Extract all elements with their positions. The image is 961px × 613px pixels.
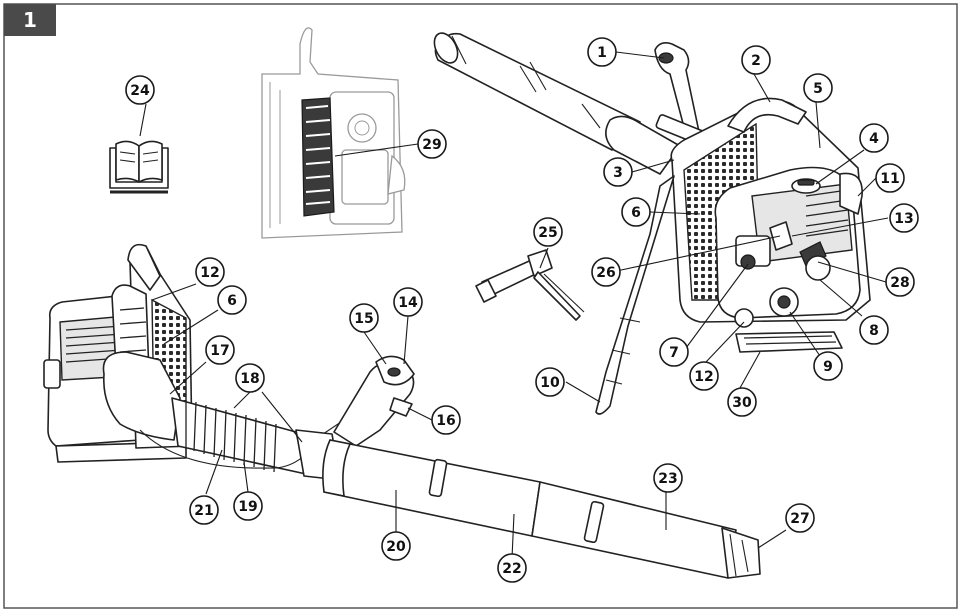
callout-30: 30 bbox=[727, 387, 757, 417]
callout-9: 9 bbox=[813, 351, 843, 381]
svg-text:4: 4 bbox=[869, 131, 879, 147]
callout-29: 29 bbox=[417, 129, 447, 159]
callout-20: 20 bbox=[381, 531, 411, 561]
svg-text:25: 25 bbox=[538, 225, 557, 241]
exploded-blower-view bbox=[43, 243, 761, 579]
svg-text:8: 8 bbox=[869, 323, 879, 339]
callout-19: 19 bbox=[233, 491, 263, 521]
svg-text:6: 6 bbox=[631, 205, 641, 221]
svg-text:29: 29 bbox=[422, 137, 441, 153]
combination-wrench-icon bbox=[475, 249, 585, 321]
svg-text:11: 11 bbox=[880, 171, 899, 187]
svg-text:22: 22 bbox=[502, 561, 521, 577]
svg-text:21: 21 bbox=[194, 503, 213, 519]
callout-25: 25 bbox=[533, 217, 563, 247]
callout-6-left: 6 bbox=[217, 285, 247, 315]
svg-text:1: 1 bbox=[597, 45, 607, 61]
callout-26: 26 bbox=[591, 257, 621, 287]
svg-text:27: 27 bbox=[790, 511, 809, 527]
callout-2: 2 bbox=[741, 45, 771, 75]
callout-1: 1 bbox=[587, 37, 617, 67]
assembled-blower-view bbox=[433, 32, 871, 415]
svg-text:7: 7 bbox=[669, 345, 679, 361]
svg-text:17: 17 bbox=[210, 343, 229, 359]
callout-17: 17 bbox=[205, 335, 235, 365]
engine-inset-view bbox=[261, 27, 419, 239]
callout-4: 4 bbox=[859, 123, 889, 153]
callout-24: 24 bbox=[125, 75, 155, 105]
callout-15: 15 bbox=[349, 303, 379, 333]
callout-12-left: 12 bbox=[195, 257, 225, 287]
callout-14: 14 bbox=[393, 287, 423, 317]
svg-text:23: 23 bbox=[658, 471, 677, 487]
svg-text:3: 3 bbox=[613, 165, 623, 181]
callout-3: 3 bbox=[603, 157, 633, 187]
svg-text:16: 16 bbox=[436, 413, 455, 429]
svg-text:20: 20 bbox=[386, 539, 406, 555]
svg-text:19: 19 bbox=[238, 499, 257, 515]
callout-28: 28 bbox=[885, 267, 915, 297]
callout-21: 21 bbox=[189, 495, 219, 525]
callout-23: 23 bbox=[653, 463, 683, 493]
callout-27: 27 bbox=[785, 503, 815, 533]
callout-11: 11 bbox=[875, 163, 905, 193]
svg-text:6: 6 bbox=[227, 293, 237, 309]
svg-text:2: 2 bbox=[751, 53, 761, 69]
svg-text:13: 13 bbox=[894, 211, 913, 227]
callout-13: 13 bbox=[889, 203, 919, 233]
callout-18: 18 bbox=[235, 363, 265, 393]
callout-22: 22 bbox=[497, 553, 527, 583]
callout-8: 8 bbox=[859, 315, 889, 345]
leader-lines bbox=[139, 51, 889, 559]
svg-text:12: 12 bbox=[200, 265, 219, 281]
callout-12-right: 12 bbox=[689, 361, 719, 391]
svg-text:26: 26 bbox=[596, 265, 615, 281]
callout-6-right: 6 bbox=[621, 197, 651, 227]
svg-text:14: 14 bbox=[398, 295, 418, 311]
svg-text:9: 9 bbox=[823, 359, 833, 375]
callout-7: 7 bbox=[659, 337, 689, 367]
callout-10: 10 bbox=[535, 367, 565, 397]
figure-number-badge: 1 bbox=[4, 4, 56, 36]
svg-text:18: 18 bbox=[240, 371, 259, 387]
callout-16: 16 bbox=[431, 405, 461, 435]
figure-number: 1 bbox=[23, 8, 37, 32]
svg-text:5: 5 bbox=[813, 81, 823, 97]
svg-text:24: 24 bbox=[130, 83, 150, 99]
open-book-icon bbox=[109, 140, 169, 194]
svg-text:10: 10 bbox=[540, 375, 560, 391]
svg-text:12: 12 bbox=[694, 369, 713, 385]
callout-5: 5 bbox=[803, 73, 833, 103]
svg-text:28: 28 bbox=[890, 275, 909, 291]
svg-text:15: 15 bbox=[354, 311, 373, 327]
svg-text:30: 30 bbox=[732, 395, 752, 411]
